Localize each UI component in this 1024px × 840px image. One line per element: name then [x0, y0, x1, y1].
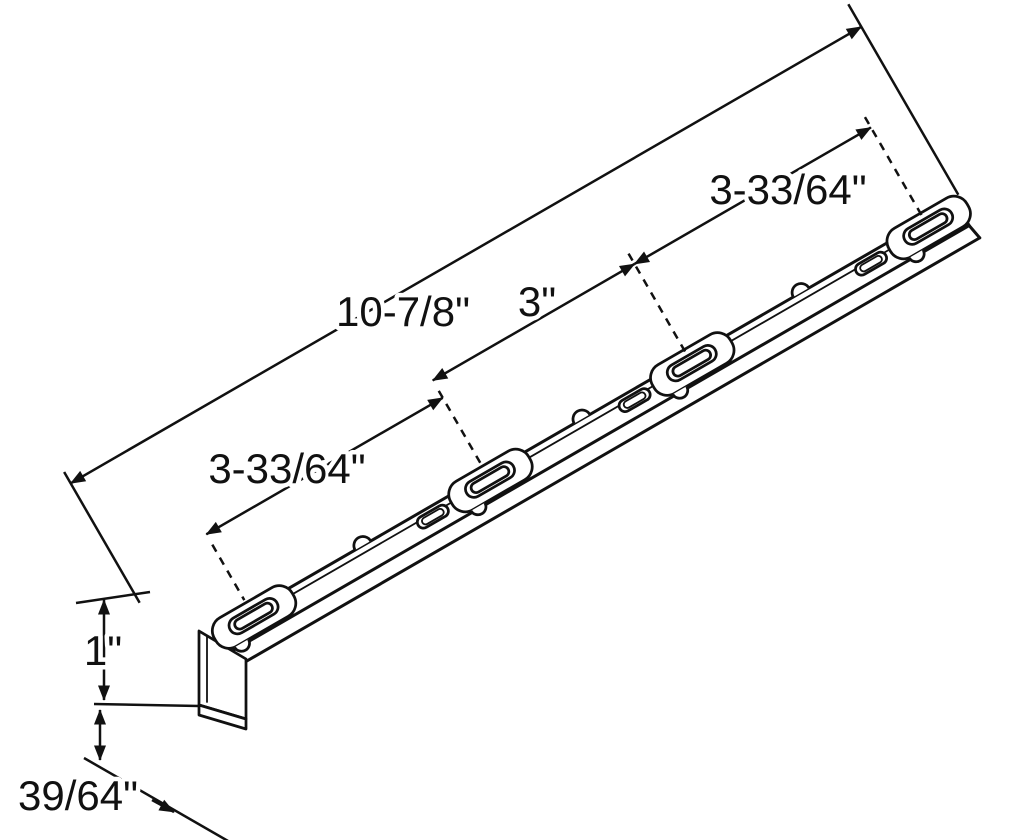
clip-2-bump: [469, 502, 488, 517]
dim-line-spacing-lower: [205, 396, 444, 536]
clip-4: [885, 194, 972, 264]
ext-bracket-bottom: [93, 702, 200, 708]
bar-lip-line: [215, 208, 961, 639]
dim-label-end-offset: 39/64": [18, 772, 138, 819]
dim-label-end-height: 1": [84, 627, 122, 674]
dim-line-spacing-middle: [432, 262, 636, 382]
dim-label-spacing-upper: 3-33/64": [709, 166, 866, 213]
clip-3: [649, 331, 736, 400]
witness-right-end: [847, 3, 960, 196]
clip-1: [210, 584, 298, 653]
leader-end-offset: [151, 798, 175, 814]
tick-bracket-top: [75, 590, 151, 605]
bracket-foot: [197, 703, 248, 731]
dimension-labels: 10-7/8" 3-33/64" 3" 3-33/64" 1" 39/64": [13, 162, 871, 824]
witness-clip-4: [863, 116, 924, 217]
edge-bump-1: [352, 535, 372, 551]
bar-right-end-lower: [967, 224, 982, 240]
dim-label-spacing-lower: 3-33/64": [208, 445, 365, 492]
witness-clip-2: [437, 390, 485, 470]
clip-2: [447, 447, 534, 517]
end-dimensions: [75, 590, 229, 840]
dim-label-overall-length: 10-7/8": [336, 288, 470, 335]
dim-line-overall-length: [69, 25, 863, 485]
clip-1-bump: [233, 638, 251, 653]
dim-line-spacing-upper: [633, 126, 872, 266]
witness-left-end: [63, 471, 141, 604]
end-bracket: [197, 629, 248, 731]
witness-clip-3: [627, 252, 687, 353]
ext-foot-bottom: [83, 756, 229, 840]
clip-4-bump: [908, 249, 926, 264]
witness-clip-1: [211, 544, 246, 601]
dim-label-spacing-middle: 3": [518, 278, 556, 325]
bar-details: [210, 194, 972, 653]
